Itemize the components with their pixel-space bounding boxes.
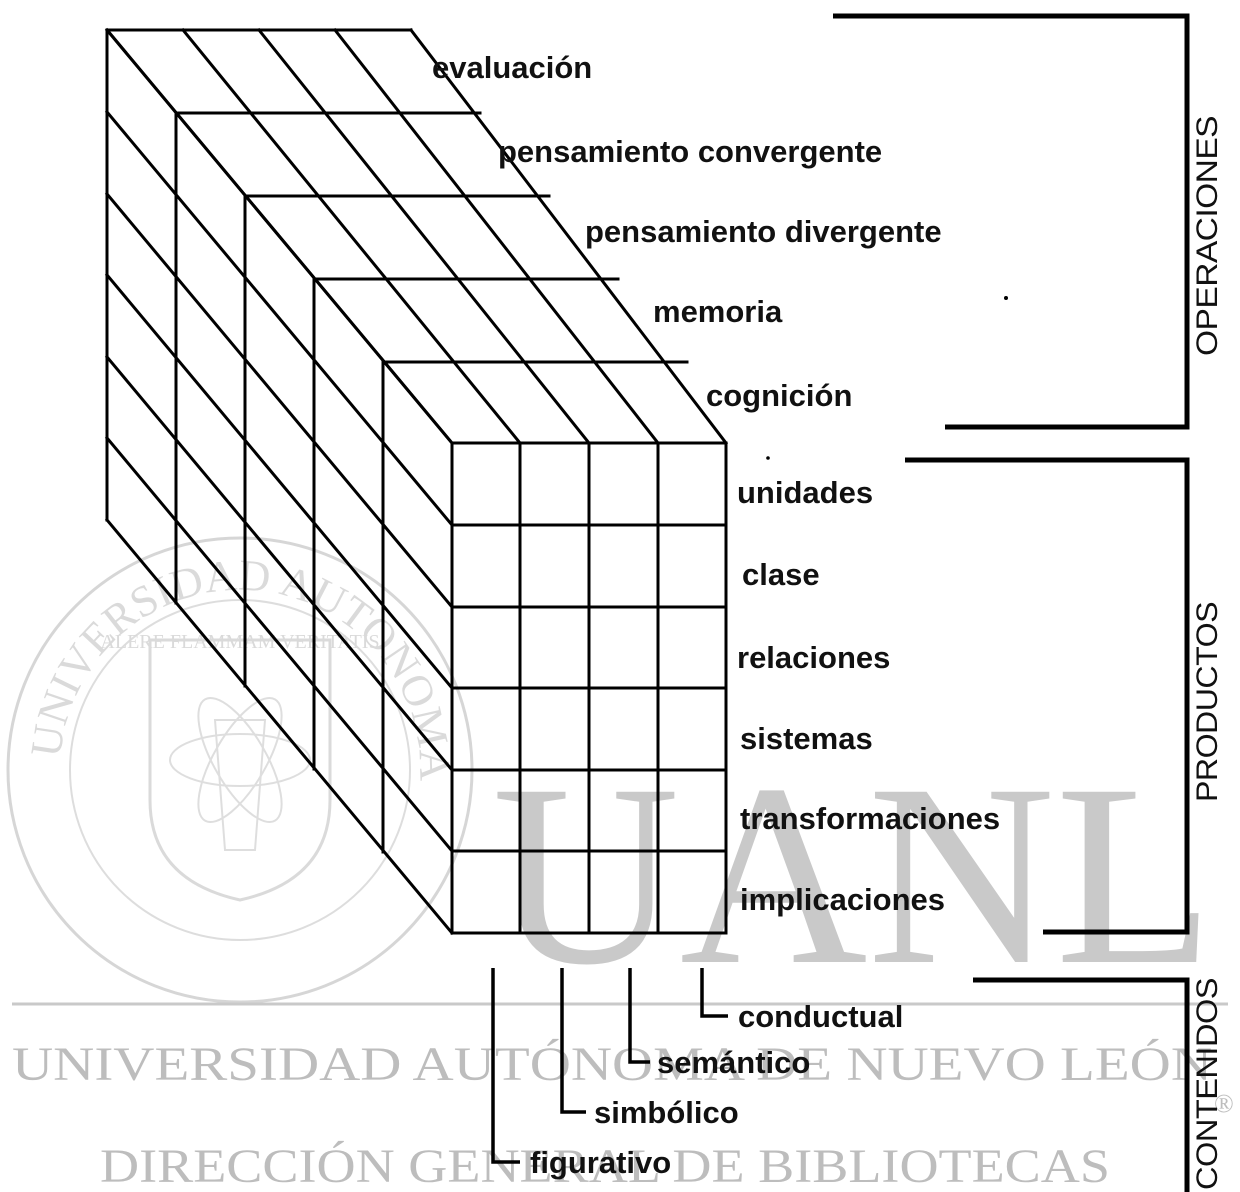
registered-mark: ® <box>1214 1089 1234 1118</box>
cont-semantico: semántico <box>657 1045 810 1080</box>
prod-clase: clase <box>742 557 820 592</box>
op-memoria: memoria <box>653 294 783 329</box>
cube-front-face <box>450 441 728 935</box>
prod-unidades: unidades <box>737 475 873 510</box>
intellect-cube <box>104 27 729 936</box>
speck <box>1004 296 1008 300</box>
operaciones-bracket <box>833 13 1190 430</box>
watermark-library-name: DIRECCIÓN GENERAL DE BIBLIOTECAS <box>100 1139 1110 1192</box>
prod-transformaciones: transformaciones <box>740 801 1000 836</box>
seal-motto: ALERE FLAMMAM VERITATIS <box>100 631 379 653</box>
contenidos-title: CONTENIDOS <box>1191 978 1224 1190</box>
operaciones-title: OPERACIONES <box>1191 116 1224 356</box>
category-brackets <box>833 13 1190 1192</box>
contenidos-bracket <box>973 977 1190 1192</box>
productos-bracket <box>905 457 1190 935</box>
prod-relaciones: relaciones <box>737 640 890 675</box>
op-cognicion: cognición <box>706 378 852 413</box>
prod-implicaciones: implicaciones <box>740 882 945 917</box>
cont-figurativo: figurativo <box>530 1145 671 1180</box>
contenidos-labels: conductual semántico simbólico figurativ… <box>530 999 903 1180</box>
cont-conductual: conductual <box>738 999 903 1034</box>
op-evaluacion: evaluación <box>432 50 592 85</box>
university-seal: UNIVERSIDAD AUTONOMA DE NUEVO LEON ALERE… <box>0 0 474 1004</box>
productos-labels: unidades clase relaciones sistemas trans… <box>737 475 1000 917</box>
prod-sistemas: sistemas <box>740 721 873 756</box>
watermark-uanl: UANL <box>492 731 1214 1019</box>
contenidos-leaders <box>491 968 728 1164</box>
cube-side-face <box>104 27 455 936</box>
operaciones-labels: evaluación pensamiento convergente pensa… <box>432 50 942 413</box>
speck <box>766 456 770 460</box>
cont-simbolico: simbólico <box>594 1095 739 1130</box>
watermark-university-name: UNIVERSIDAD AUTÓNOMA DE NUEVO LEÓN <box>12 1037 1212 1091</box>
op-pensamiento-divergente: pensamiento divergente <box>585 214 942 249</box>
op-pensamiento-convergente: pensamiento convergente <box>498 134 882 169</box>
productos-title: PRODUCTOS <box>1191 602 1224 802</box>
